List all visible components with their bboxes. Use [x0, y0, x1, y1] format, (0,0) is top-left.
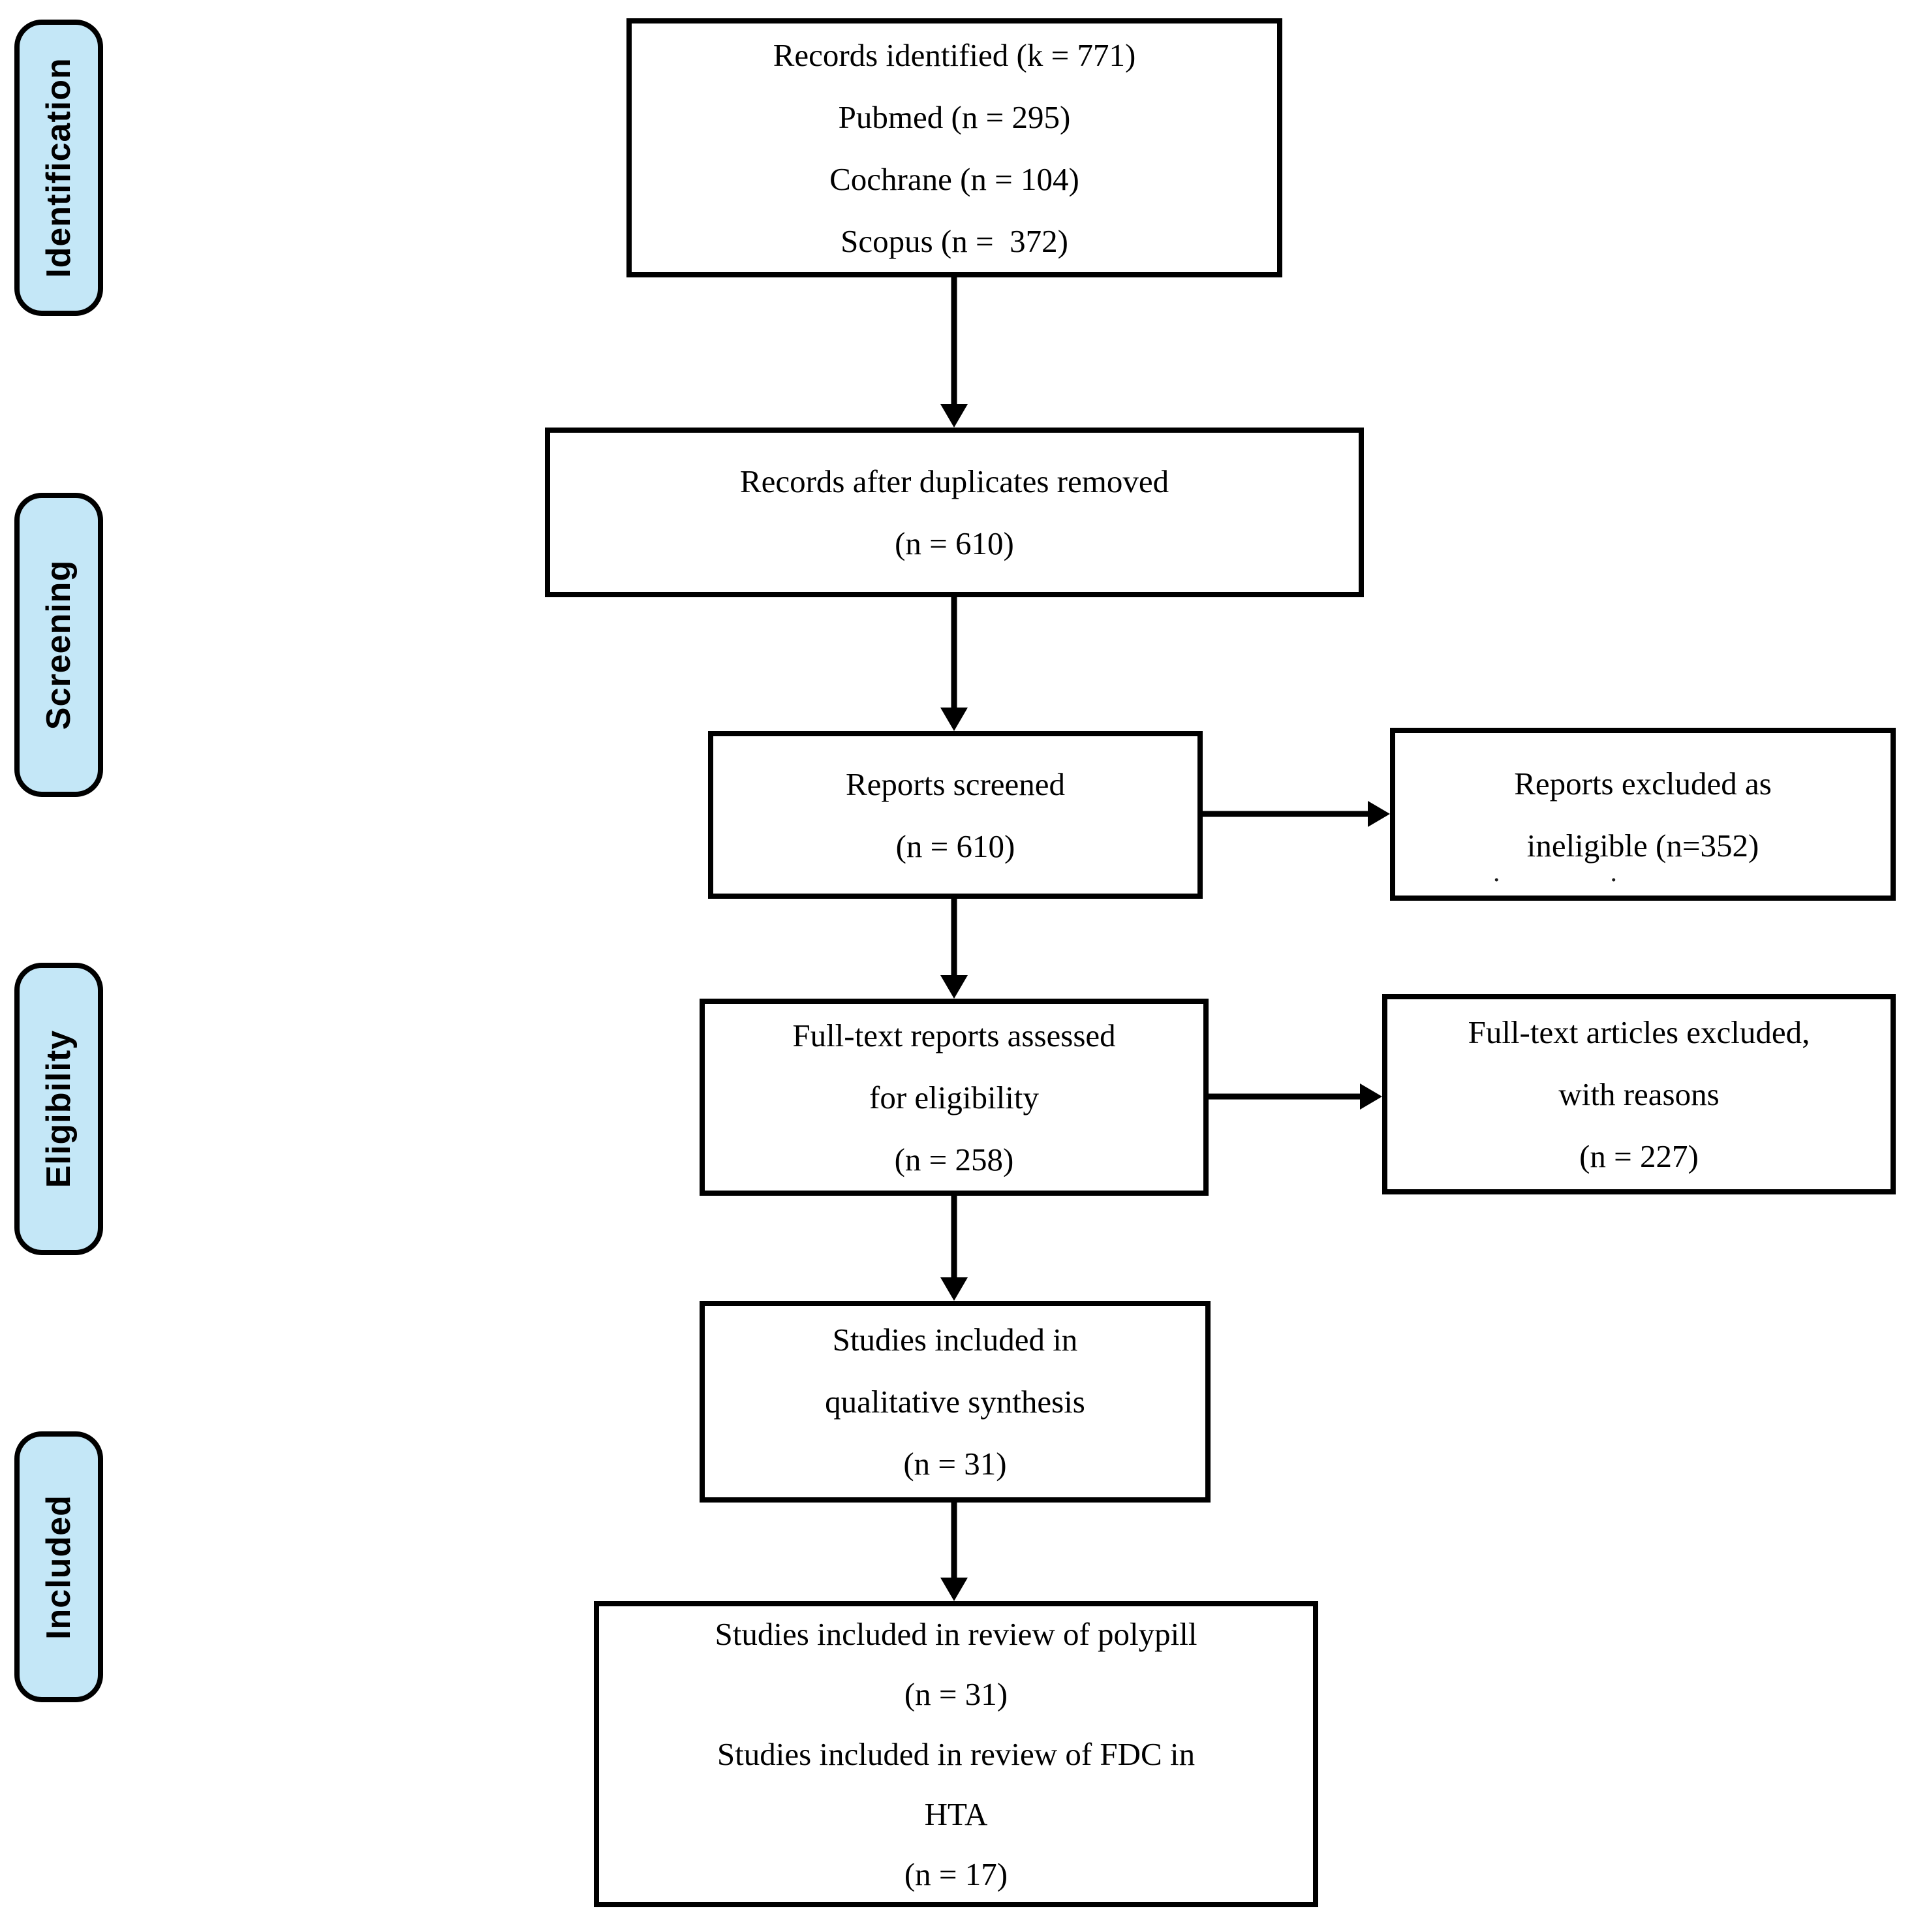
box-line: Reports screened — [845, 766, 1066, 802]
stray-dot: . — [1610, 858, 1618, 888]
box-line: with reasons — [1558, 1076, 1720, 1112]
arrow-shaft — [951, 1503, 957, 1579]
arrow-shaft — [951, 597, 957, 709]
box-line: ineligible (n=352) — [1526, 827, 1759, 864]
box-line: Records identified (k = 771) — [773, 37, 1136, 73]
arrow-down-icon — [940, 1503, 968, 1601]
arrow-shaft — [1203, 811, 1370, 817]
stage-eligibility: Eligibility — [14, 963, 103, 1255]
final-included-box: Studies included in review of polypill (… — [594, 1601, 1318, 1907]
stray-dot: . — [1493, 858, 1500, 888]
box-line: Records after duplicates removed — [739, 463, 1169, 499]
stage-identification: Identification — [14, 20, 103, 316]
box-line: (n = 610) — [895, 525, 1014, 561]
fulltext-excluded-box: Full-text articles excluded, with reason… — [1382, 994, 1896, 1194]
stray-dots: . . — [1493, 859, 1617, 886]
box-line: Studies included in review of FDC in — [717, 1736, 1196, 1772]
arrow-shaft — [951, 1196, 957, 1279]
duplicates-removed-box: Records after duplicates removed (n = 61… — [545, 428, 1364, 597]
reports-excluded-box: Reports excluded as ineligible (n=352) .… — [1390, 728, 1896, 901]
box-line: HTA — [924, 1796, 988, 1832]
stage-label: Screening — [40, 559, 78, 730]
arrow-down-icon — [940, 1196, 968, 1301]
arrow-shaft — [951, 899, 957, 976]
box-line: Scopus (n = 372) — [841, 223, 1068, 259]
arrow-down-icon — [940, 899, 968, 999]
fulltext-assessed-box: Full-text reports assessed for eligibili… — [700, 999, 1209, 1196]
stage-label: Eligibility — [40, 1029, 78, 1189]
arrow-right-icon — [1203, 801, 1390, 827]
box-line: (n = 227) — [1579, 1138, 1699, 1174]
stage-label: Identification — [40, 57, 78, 278]
box-line: Reports excluded as — [1514, 765, 1772, 802]
reports-screened-box: Reports screened (n = 610) — [708, 731, 1203, 899]
arrow-shaft — [1209, 1093, 1363, 1100]
arrow-shaft — [951, 277, 957, 405]
arrow-head — [940, 975, 968, 999]
box-line: (n = 610) — [895, 828, 1015, 864]
stage-label: Included — [40, 1494, 78, 1640]
arrow-head — [940, 1277, 968, 1301]
arrow-down-icon — [940, 277, 968, 428]
arrow-head — [1368, 801, 1390, 827]
arrow-head — [940, 404, 968, 428]
box-line: qualitative synthesis — [825, 1384, 1085, 1420]
box-line: Cochrane (n = 104) — [829, 161, 1079, 197]
box-line: for eligibility — [869, 1079, 1039, 1115]
qualitative-synthesis-box: Studies included in qualitative synthesi… — [700, 1301, 1211, 1503]
box-line: (n = 17) — [904, 1856, 1008, 1892]
stage-screening: Screening — [14, 493, 103, 797]
box-line: Full-text reports assessed — [792, 1017, 1116, 1053]
arrow-right-icon — [1209, 1083, 1382, 1110]
box-line: (n = 31) — [903, 1446, 1007, 1482]
arrow-head — [940, 708, 968, 731]
box-line: Studies included in — [832, 1322, 1078, 1358]
stage-included: Included — [14, 1431, 103, 1702]
arrow-head — [940, 1578, 968, 1601]
box-line: Studies included in review of polypill — [715, 1615, 1197, 1652]
box-line: Pubmed (n = 295) — [838, 99, 1071, 135]
box-line: (n = 31) — [904, 1675, 1008, 1712]
box-line: Full-text articles excluded, — [1468, 1014, 1810, 1050]
arrow-head — [1360, 1083, 1382, 1110]
records-identified-box: Records identified (k = 771) Pubmed (n =… — [626, 18, 1282, 277]
box-line: (n = 258) — [894, 1141, 1014, 1177]
arrow-down-icon — [940, 597, 968, 731]
